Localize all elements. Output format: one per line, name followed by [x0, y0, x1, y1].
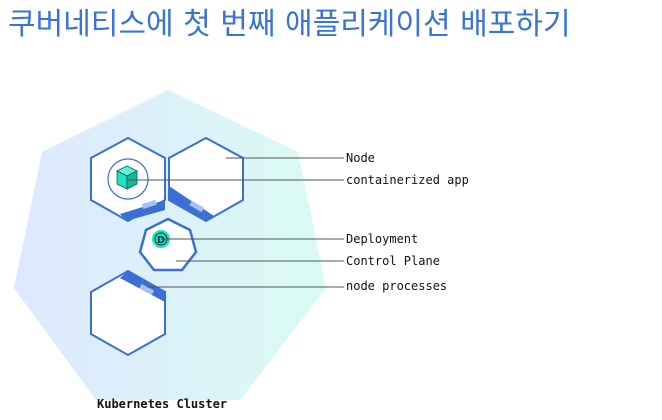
label-containerized-app: containerized app — [346, 173, 469, 187]
label-deployment: Deployment — [346, 232, 418, 246]
pod-ring — [107, 158, 149, 200]
node-3 — [90, 269, 166, 357]
cluster-caption: Kubernetes Cluster — [97, 397, 227, 411]
label-control-plane: Control Plane — [346, 254, 440, 268]
containerized-app-cube-icon — [116, 165, 138, 190]
page-title: 쿠버네티스에 첫 번째 애플리케이션 배포하기 — [8, 7, 571, 42]
label-node: Node — [346, 151, 375, 165]
label-node-processes: node processes — [346, 279, 447, 293]
leader-lines — [128, 157, 344, 288]
deployment-badge-label: D — [157, 235, 165, 246]
